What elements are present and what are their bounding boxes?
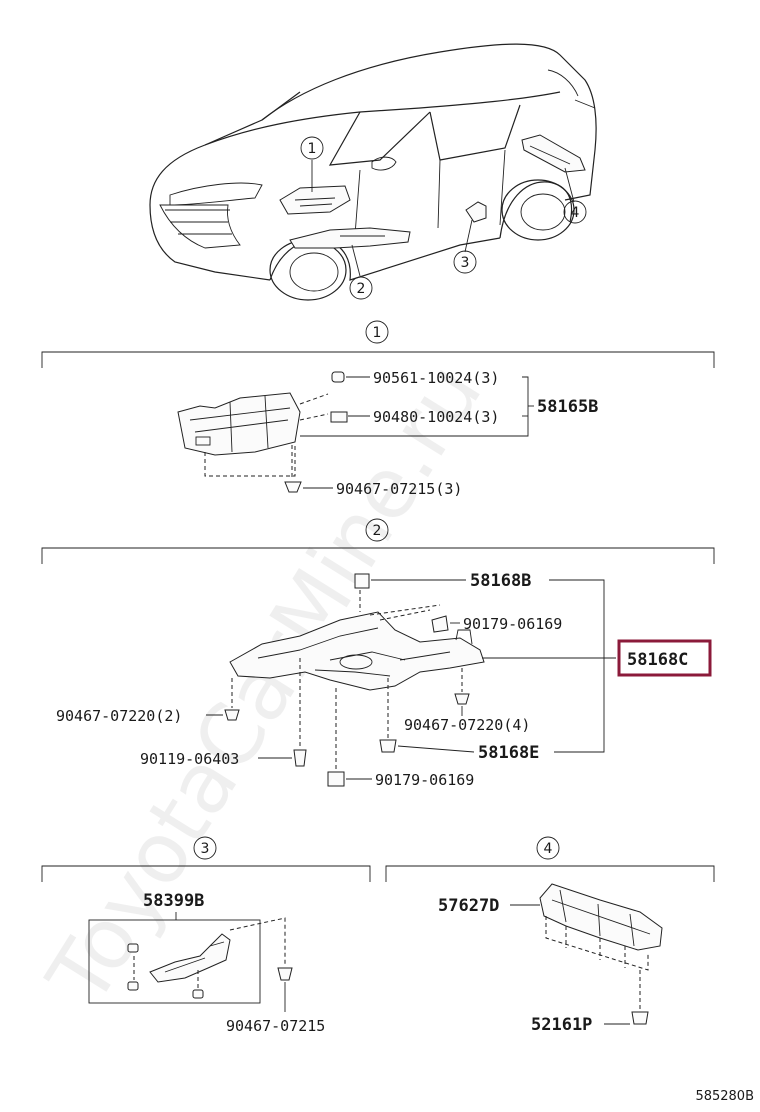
clip-icon: [284, 481, 302, 493]
nut-icon: [327, 771, 345, 787]
section-1: 1 90561-10024(3) 90480-10024(3) 58165B 9…: [41, 320, 715, 498]
nut-icon: [330, 411, 348, 423]
part-90467-07220-right: 90467-07220(4): [404, 716, 530, 734]
part-58399B: 58399B: [143, 891, 204, 911]
part-90561-10024: 90561-10024(3): [373, 369, 499, 387]
nut-icon: [127, 943, 139, 953]
part-58165B: 58165B: [537, 397, 598, 417]
callout-1: 1: [308, 141, 317, 157]
clip-icon: [354, 573, 370, 589]
front-underbody-cover: [229, 611, 485, 691]
highlight-box: [617, 639, 712, 677]
callout-3: 3: [461, 255, 470, 271]
sub-assembly-box: [88, 919, 261, 1004]
section-3: 3 58399B 90467-07215: [41, 836, 371, 1035]
clip-icon: [224, 709, 240, 721]
nut-icon: [431, 615, 449, 633]
section-4: 4 57627D 52161P: [385, 836, 715, 1035]
part-90480-10024: 90480-10024(3): [373, 408, 499, 426]
section-3-callout: 3: [201, 841, 210, 857]
bracket: [149, 933, 231, 983]
part-58168E: 58168E: [478, 743, 539, 763]
section-2: 2 58168B 90179-06169: [41, 518, 715, 789]
callout-4: 4: [571, 205, 580, 221]
clip-icon: [379, 739, 397, 753]
part-90467-07215-s3: 90467-07215: [226, 1017, 325, 1035]
section-1-callout: 1: [373, 325, 382, 341]
bolt-icon: [293, 749, 307, 767]
nut-icon: [192, 989, 204, 999]
clip-icon: [454, 693, 470, 705]
part-90467-07220-left: 90467-07220(2): [56, 707, 182, 725]
part-58168B: 58168B: [470, 571, 531, 591]
section-4-callout: 4: [544, 841, 553, 857]
part-90467-07215: 90467-07215(3): [336, 480, 462, 498]
part-57627D: 57627D: [438, 896, 499, 916]
nut-icon: [331, 371, 345, 383]
part-90179-06169-lower: 90179-06169: [375, 771, 474, 789]
car-overview: 1 2 3 4: [149, 43, 597, 301]
part-90119-06403: 90119-06403: [140, 750, 239, 768]
callout-2: 2: [357, 281, 366, 297]
nut-icon: [127, 981, 139, 991]
part-58168C: 58168C: [627, 650, 688, 670]
part-90179-06169-upper: 90179-06169: [463, 615, 562, 633]
clip-icon: [277, 967, 293, 981]
diagram-id: 585280B: [695, 1089, 754, 1104]
section-2-callout: 2: [373, 523, 382, 539]
engine-under-cover: [177, 392, 301, 456]
part-52161P: 52161P: [531, 1015, 592, 1035]
clip-icon: [631, 1011, 649, 1025]
